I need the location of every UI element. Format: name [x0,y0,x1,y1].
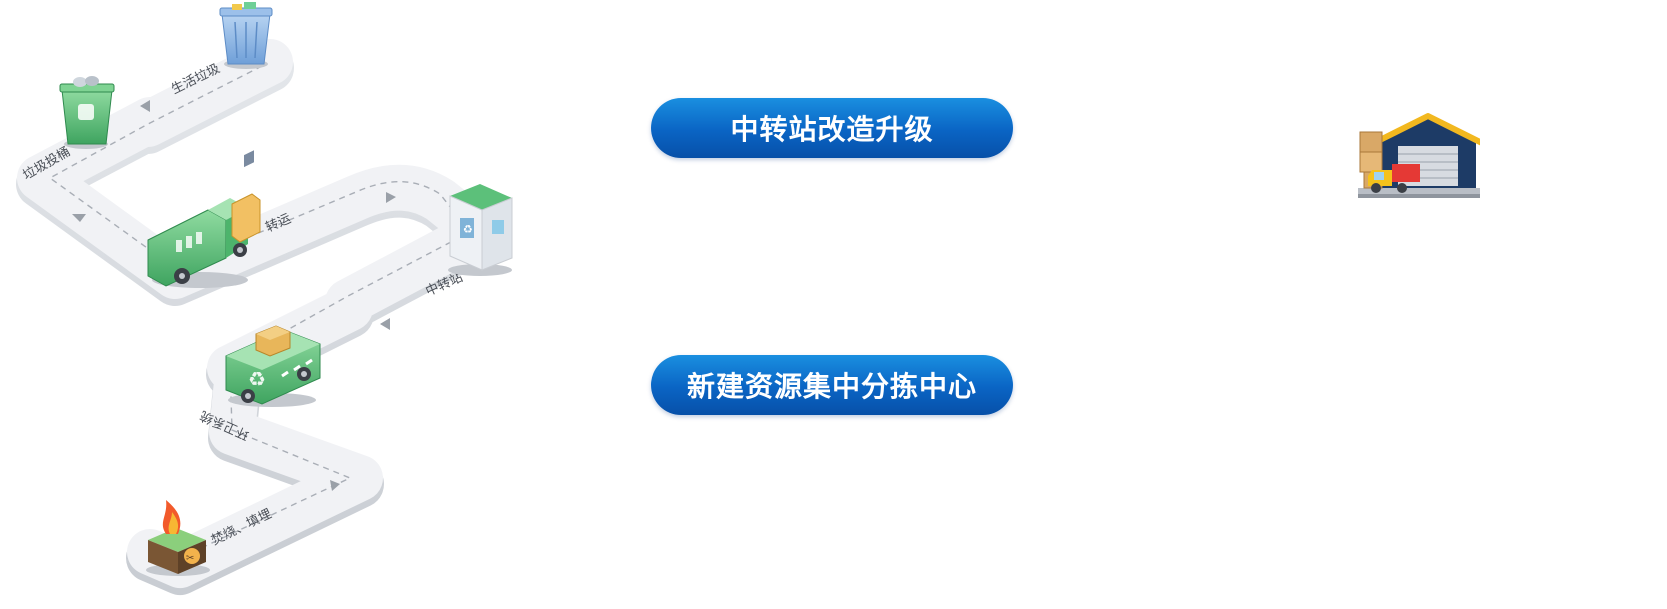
incinerator-icon: ✂ [146,500,210,576]
svg-text:♻: ♻ [248,367,266,391]
svg-text:✂: ✂ [186,553,194,564]
blue-bin-icon [219,2,273,69]
arrow-marker [72,214,86,222]
new-sorting-center-button[interactable]: 新建资源集中分拣中心 [651,355,1013,415]
svg-text:♻: ♻ [463,223,473,236]
arrow-marker [386,192,396,203]
transfer-station-icon: ♻ [448,184,513,276]
garbage-truck-icon [147,150,261,288]
green-bin-icon [59,76,115,149]
road-arrows [72,100,396,491]
warehouse-icon [1358,113,1480,198]
recycling-truck-icon: ♻ [225,325,321,407]
arrow-marker [380,318,390,330]
arrow-marker [330,480,340,491]
upgrade-transfer-station-button[interactable]: 中转站改造升级 [651,98,1013,158]
arrow-marker [140,100,150,112]
